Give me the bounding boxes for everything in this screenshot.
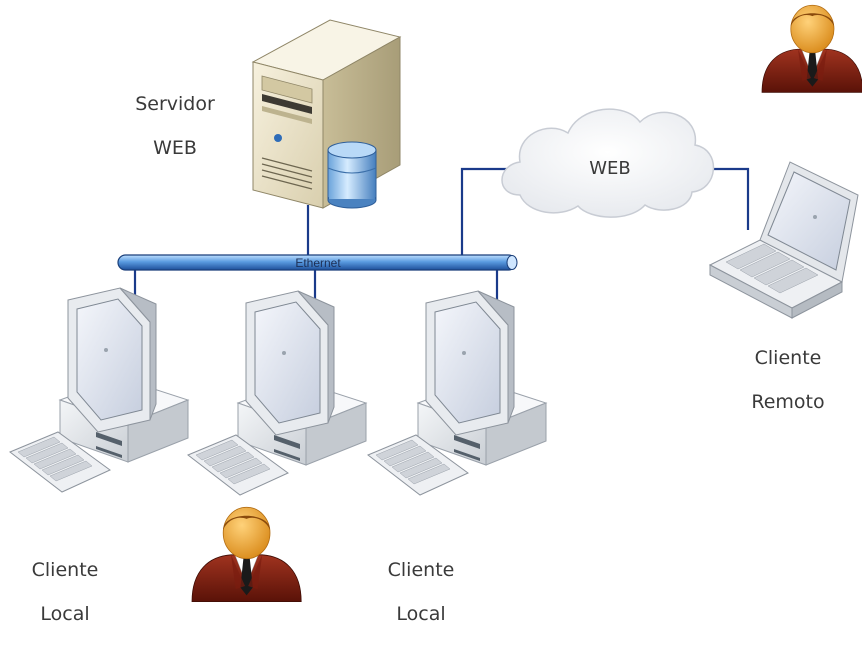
local-client-left-line1: Cliente: [31, 559, 99, 581]
web-server-icon: [251, 19, 402, 209]
local-user-avatar: [191, 506, 302, 602]
database-icon: [327, 141, 377, 209]
remote-client-line2: Remoto: [751, 391, 825, 413]
network-links: [133, 167, 750, 318]
workstation-2-icon: [187, 290, 368, 496]
workstation-1-icon: [9, 287, 190, 493]
server-label-line2: WEB: [153, 137, 197, 159]
workstation-3-icon: [367, 290, 548, 496]
cloud-label: WEB: [589, 158, 631, 179]
remote-client-line1: Cliente: [754, 347, 822, 369]
remote-user-avatar: [761, 4, 862, 93]
local-client-right-label: Cliente Local: [366, 548, 476, 636]
local-client-left-line2: Local: [40, 603, 90, 625]
internet-cloud-icon: WEB: [501, 108, 715, 218]
remote-link: [700, 167, 750, 230]
ethernet-bus: Ethernet: [117, 254, 518, 271]
web-link: [460, 167, 515, 258]
local-client-left-label: Cliente Local: [10, 548, 120, 636]
server-label: Servidor WEB: [110, 82, 240, 170]
local-client-right-line2: Local: [396, 603, 446, 625]
laptop-icon: [708, 161, 859, 319]
local-client-right-line1: Cliente: [387, 559, 455, 581]
ethernet-label: Ethernet: [295, 256, 341, 270]
server-label-line1: Servidor: [135, 93, 215, 115]
remote-client-label: Cliente Remoto: [733, 336, 843, 424]
